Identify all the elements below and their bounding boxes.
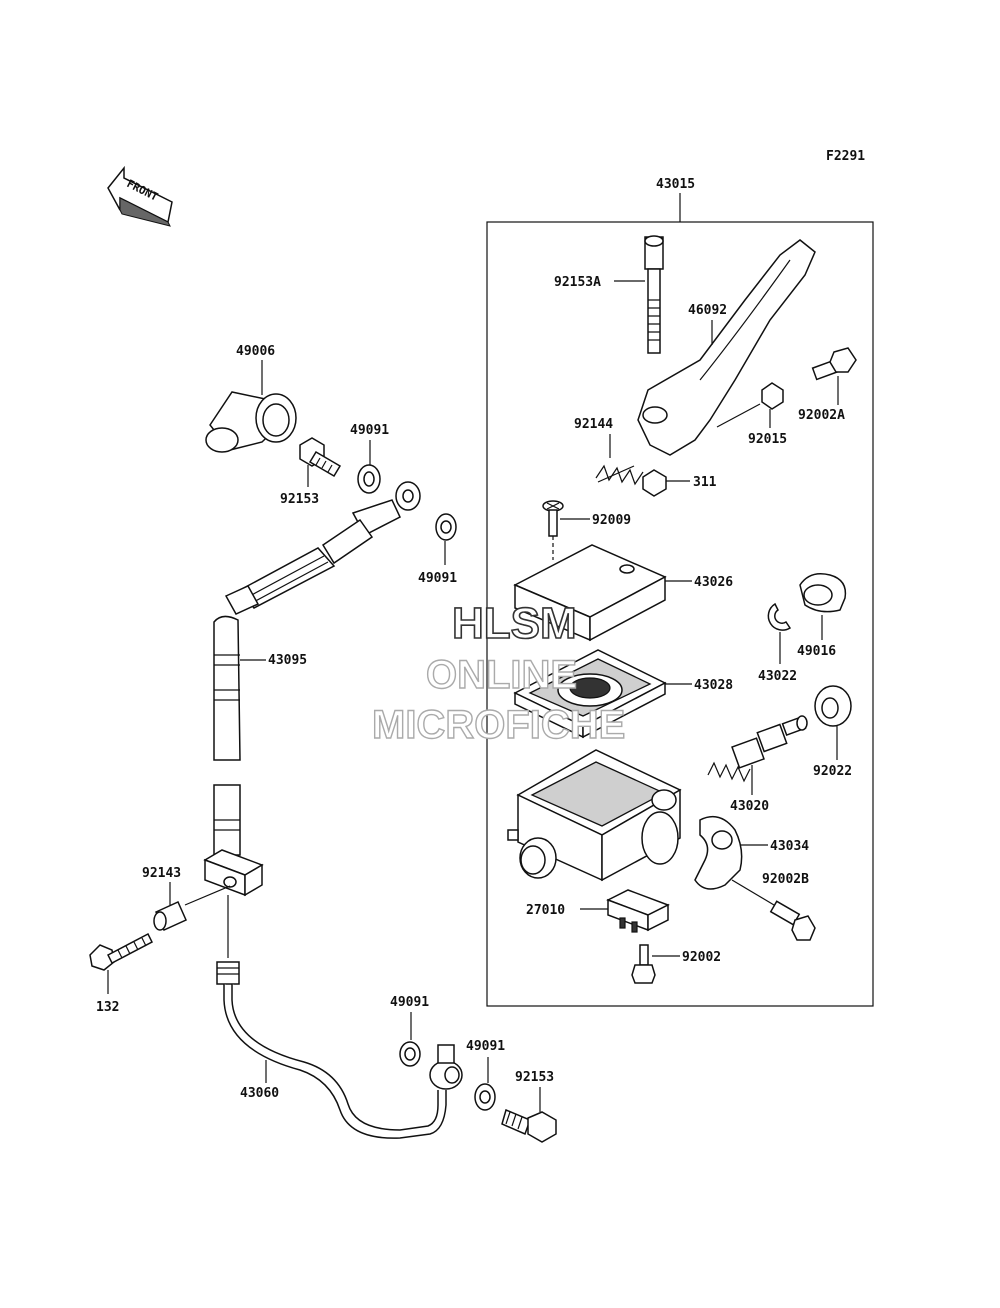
label-92153-lower: 92153 <box>515 1070 554 1085</box>
label-49091-d: 49091 <box>466 1039 505 1054</box>
washer-49091-c <box>399 1041 421 1067</box>
label-49091-a: 49091 <box>350 423 389 438</box>
circlip-43022 <box>767 602 792 631</box>
label-49016: 49016 <box>797 644 836 659</box>
label-43060: 43060 <box>240 1086 279 1101</box>
label-43022: 43022 <box>758 669 797 684</box>
label-92143: 92143 <box>142 866 181 881</box>
spring-92144 <box>595 464 644 486</box>
label-43095: 43095 <box>268 653 307 668</box>
label-92009: 92009 <box>592 513 631 528</box>
label-49091-b: 49091 <box>418 571 457 586</box>
label-49091-c: 49091 <box>390 995 429 1010</box>
washer-92022 <box>814 685 852 727</box>
label-92153-upper: 92153 <box>280 492 319 507</box>
bolt-92002A <box>811 347 857 381</box>
label-132: 132 <box>96 1000 119 1015</box>
banjo-bolt-92153-upper <box>299 437 342 478</box>
label-92002A: 92002A <box>798 408 845 423</box>
collar-92143 <box>153 901 187 931</box>
brake-pipe-43060 <box>216 961 463 1139</box>
bolt-92002B <box>769 900 816 941</box>
label-43034: 43034 <box>770 839 809 854</box>
boot-49016 <box>799 573 847 613</box>
label-43020: 43020 <box>730 799 769 814</box>
washer-49091-d <box>474 1083 496 1111</box>
front-arrow-icon: FRONT <box>107 165 173 227</box>
label-92022: 92022 <box>813 764 852 779</box>
label-92144: 92144 <box>574 417 613 432</box>
bolt-132 <box>89 932 153 971</box>
label-49006: 49006 <box>236 344 275 359</box>
label-92002: 92002 <box>682 950 721 965</box>
clamp-43034 <box>694 815 743 890</box>
washer-49091-b <box>435 513 457 541</box>
watermark-line-1: HLSM <box>452 599 577 648</box>
reservoir-cap-43026 <box>513 544 667 642</box>
label-43015: 43015 <box>656 177 695 192</box>
label-92153A: 92153A <box>554 275 601 290</box>
label-43028: 43028 <box>694 678 733 693</box>
cap-49006 <box>205 391 297 453</box>
label-27010: 27010 <box>526 903 565 918</box>
brake-lever-46092 <box>637 239 816 456</box>
watermark-line-2: ONLINE <box>426 653 577 697</box>
master-cylinder-body <box>507 749 682 882</box>
figure-code: F2291 <box>826 149 865 164</box>
label-46092: 46092 <box>688 303 727 318</box>
banjo-bolt-92153-lower <box>501 1108 557 1143</box>
label-311: 311 <box>693 475 717 490</box>
brake-hose-43095 <box>213 481 421 856</box>
screw-92002 <box>631 944 656 984</box>
bolt-92153A <box>644 235 664 354</box>
diaphragm-43028 <box>513 649 667 739</box>
label-43026: 43026 <box>694 575 733 590</box>
piston-kit-43020 <box>707 715 808 783</box>
washer-49091-a <box>357 464 381 494</box>
nut-92015 <box>761 382 784 410</box>
nut-311 <box>642 469 667 497</box>
label-92015: 92015 <box>748 432 787 447</box>
label-92002B: 92002B <box>762 872 809 887</box>
switch-27010 <box>606 889 670 933</box>
hose-clamp-block <box>203 849 264 897</box>
watermark-line-3: MICROFICHE <box>372 703 625 747</box>
